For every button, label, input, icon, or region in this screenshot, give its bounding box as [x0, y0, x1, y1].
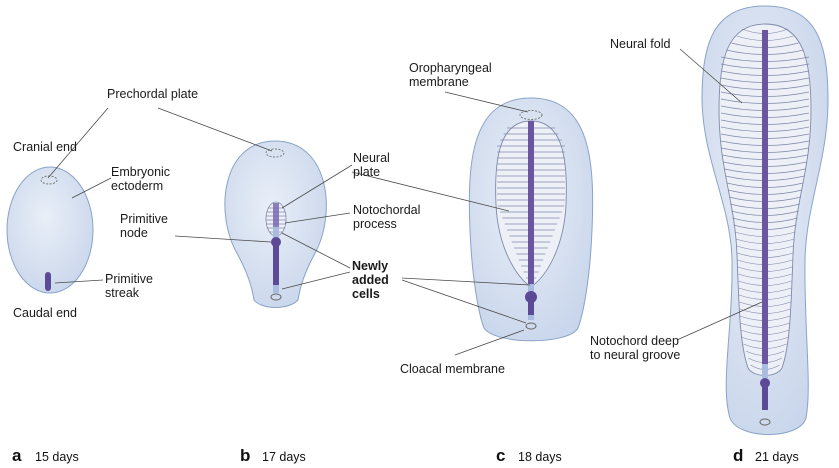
embryo-d-primitive-node — [760, 378, 770, 388]
caption-age-a: 15 days — [35, 450, 79, 464]
embryo-d-cloacal-membrane — [759, 418, 771, 426]
embryo-c-oropharyngeal-membrane — [519, 110, 543, 120]
leader-lines — [47, 48, 763, 356]
label-oropharyngeal-membrane: Oropharyngeal membrane — [409, 61, 492, 89]
label-cloacal-membrane: Cloacal membrane — [400, 362, 505, 376]
caption-age-c: 18 days — [518, 450, 562, 464]
label-prechordal-plate: Prechordal plate — [107, 87, 199, 101]
label-neural-fold: Neural fold — [610, 37, 671, 51]
label-newly-added-cells: Newly added cells — [352, 259, 389, 301]
caption-age-d: 21 days — [755, 450, 799, 464]
embryo-b-primitive-node — [271, 237, 281, 247]
embryo-b-cloacal-membrane — [270, 293, 282, 301]
embryo-d-primitive-streak — [762, 386, 768, 410]
embryo-c-notochord — [528, 121, 534, 297]
label-neural-plate: Neural plate — [353, 151, 390, 179]
caption-letter-a: a — [12, 446, 22, 465]
label-notochordal-process: Notochordal process — [353, 203, 421, 231]
embryo-a — [6, 166, 94, 294]
embryo-b-prechordal-plate — [265, 148, 285, 158]
embryo-b-notochordal-process — [273, 203, 279, 241]
embryo-a-primitive-streak — [45, 272, 51, 291]
embryo-d — [701, 5, 829, 435]
caption-letter-d: d — [733, 446, 744, 465]
label-embryonic-ectoderm: Embryonic ectoderm — [111, 165, 171, 193]
label-caudal-end: Caudal end — [13, 306, 77, 320]
caption-age-b: 17 days — [262, 450, 306, 464]
label-notochord-deep: Notochord deep to neural groove — [590, 334, 681, 362]
embryo-a-prechordal-plate — [40, 175, 58, 185]
embryo-b — [224, 140, 327, 308]
label-primitive-node: Primitive node — [120, 212, 168, 240]
label-primitive-streak: Primitive streak — [105, 272, 153, 300]
embryo-c-primitive-streak — [528, 300, 534, 316]
embryo-d-notochord — [762, 30, 768, 378]
embryo-b-primitive-streak — [273, 246, 279, 286]
label-cranial-end: Cranial end — [13, 140, 77, 154]
embryo-c-cloacal-membrane — [525, 322, 537, 330]
caption-letter-c: c — [496, 446, 506, 465]
caption-letter-b: b — [240, 446, 251, 465]
embryo-a-disc — [6, 166, 94, 294]
embryo-c — [468, 97, 594, 342]
